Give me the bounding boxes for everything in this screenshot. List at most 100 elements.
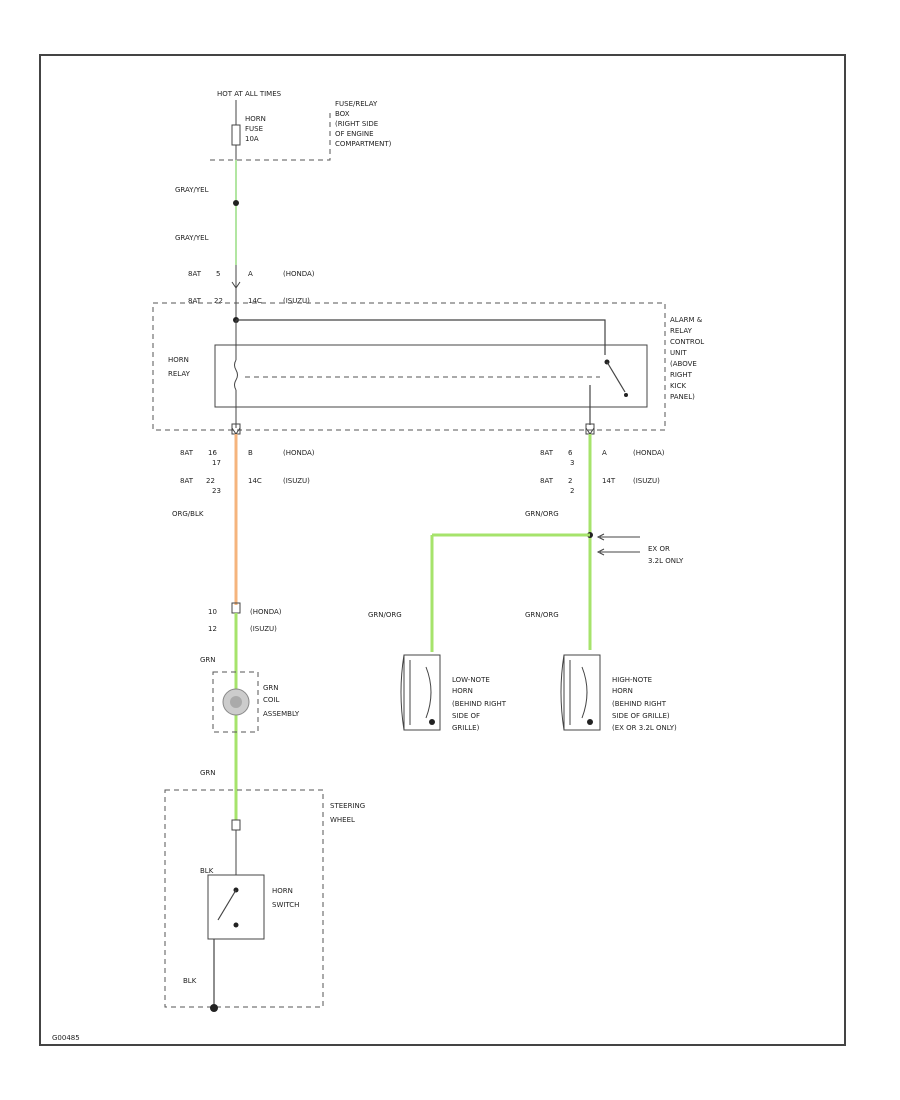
conn-left-1-c: B	[248, 449, 253, 457]
low-horn-body	[403, 654, 441, 731]
conn-top-2-c: 14C	[248, 297, 262, 305]
conn-top-1-d: (HONDA)	[283, 270, 315, 278]
conn-right-2-a: 8AT	[540, 477, 554, 485]
high-horn-diaphragm	[581, 666, 588, 719]
conn-top-1-a: 8AT	[188, 270, 202, 278]
conn-right-2-d: (ISUZU)	[633, 477, 660, 485]
wire-grn-org-low-label: GRN/ORG	[368, 611, 402, 619]
conn-left-2-c: 14C	[248, 477, 262, 485]
fuse-relay-box-outline	[210, 110, 331, 161]
cable-reel-label-3: ASSEMBLY	[263, 710, 300, 718]
alarm-relay-unit-label-1: ALARM &	[670, 316, 703, 324]
diagram-id: G00485	[52, 1034, 80, 1042]
high-horn-label-5: (EX OR 3.2L ONLY)	[612, 724, 677, 732]
conn-top-2-b: 22	[214, 297, 223, 305]
option-note-1: EX OR	[648, 545, 670, 553]
horn-fuse-label-3: 10A	[245, 135, 259, 143]
fuse-relay-box-label-3: (RIGHT SIDE	[335, 120, 378, 128]
conn-right-1-d: (HONDA)	[633, 449, 665, 457]
low-horn-label-2: HORN	[452, 687, 473, 695]
alarm-relay-unit-label-6: RIGHT	[670, 371, 693, 379]
cable-reel-center	[230, 696, 242, 708]
conn-left-1-b: 16	[208, 449, 217, 457]
conn-top-1-b: 5	[216, 270, 220, 278]
conn-mid-2-a: 12	[208, 625, 217, 633]
horn-relay-label-1: HORN	[168, 356, 189, 364]
option-arrowhead-2	[596, 548, 605, 556]
wire-grn-org-right-label: GRN/ORG	[525, 510, 559, 518]
connector-switch-body	[231, 819, 241, 831]
option-arrowhead-1	[596, 533, 605, 541]
conn-left-2-d: (ISUZU)	[283, 477, 310, 485]
connector-top-symbol	[231, 281, 241, 289]
connector-left-symbol	[231, 427, 241, 435]
conn-left-1-d: (HONDA)	[283, 449, 315, 457]
high-horn-body	[563, 654, 601, 731]
low-horn-bell	[400, 654, 405, 731]
fuse-relay-box-label-5: COMPARTMENT)	[335, 140, 392, 148]
conn-top-2-d: (ISUZU)	[283, 297, 310, 305]
low-horn-label-4: SIDE OF	[452, 712, 480, 720]
wire-grn-2-label: GRN	[200, 769, 216, 777]
alarm-relay-unit-label-2: RELAY	[670, 327, 693, 335]
high-note-horn	[560, 654, 601, 731]
horn-relay-box	[214, 344, 648, 408]
low-horn-diaphragm	[425, 666, 432, 719]
horn-switch-contact-bottom	[233, 922, 239, 928]
wire-grn-org-high-label: GRN/ORG	[525, 611, 559, 619]
steering-wheel-label-2: WHEEL	[330, 816, 355, 824]
conn-right-2-c: 14T	[602, 477, 616, 485]
relay-coil-wave	[234, 359, 238, 391]
steering-wheel-label-1: STEERING	[330, 802, 365, 810]
low-horn-ground	[429, 719, 435, 725]
connector-right-symbol	[585, 427, 595, 435]
ground-point	[210, 1004, 218, 1012]
hot-at-all-times-label: HOT AT ALL TIMES	[217, 90, 282, 98]
conn-left-1-a: 8AT	[180, 449, 194, 457]
low-horn-label-3: (BEHIND RIGHT	[452, 700, 507, 708]
high-horn-label-1: HIGH-NOTE	[612, 676, 652, 684]
conn-right-1-b: 6	[568, 449, 573, 457]
fuse-relay-box-label-1: FUSE/RELAY	[335, 100, 378, 108]
high-horn-ground	[587, 719, 593, 725]
cable-reel-label-1: GRN	[263, 684, 279, 692]
wire-blk-1-label: BLK	[200, 867, 214, 875]
high-horn-label-4: SIDE OF GRILLE)	[612, 712, 670, 720]
horn-fuse-symbol	[231, 124, 241, 146]
wire-blk-2-label: BLK	[183, 977, 197, 985]
conn-right-sub-1: 3	[570, 459, 574, 467]
horn-fuse-label-1: HORN	[245, 115, 266, 123]
conn-right-1-c: A	[602, 449, 607, 457]
conn-right-sub-2: 2	[570, 487, 574, 495]
diagram-frame	[39, 54, 846, 1046]
fuse-relay-box-label-4: OF ENGINE	[335, 130, 374, 138]
conn-mid-2-b: (ISUZU)	[250, 625, 277, 633]
wire-org-blk-label: ORG/BLK	[172, 510, 204, 518]
low-note-horn	[400, 654, 441, 731]
wire-gray-yel-label-2: GRAY/YEL	[175, 234, 209, 242]
conn-left-2-b: 22	[206, 477, 215, 485]
alarm-relay-unit-label-5: (ABOVE	[670, 360, 697, 368]
conn-top-1-c: A	[248, 270, 253, 278]
alarm-relay-unit-label-4: UNIT	[670, 349, 687, 357]
horn-switch-label-2: SWITCH	[272, 901, 299, 909]
relay-contact-bottom	[624, 393, 628, 397]
conn-right-1-a: 8AT	[540, 449, 554, 457]
conn-mid-1-b: (HONDA)	[250, 608, 282, 616]
wire-gray-yel-label-1: GRAY/YEL	[175, 186, 209, 194]
conn-top-2-a: 8AT	[188, 297, 202, 305]
low-horn-label-1: LOW-NOTE	[452, 676, 490, 684]
relay-contact-arm	[606, 361, 626, 393]
fuse-relay-box-label-2: BOX	[335, 110, 350, 118]
option-note-2: 3.2L ONLY	[648, 557, 684, 565]
splice-point-top	[233, 200, 239, 206]
conn-left-sub-1: 17	[212, 459, 221, 467]
alarm-relay-unit-label-7: KICK	[670, 382, 687, 390]
conn-left-2-a: 8AT	[180, 477, 194, 485]
wire-grn-1-label: GRN	[200, 656, 216, 664]
horn-switch-label-1: HORN	[272, 887, 293, 895]
horn-switch-box	[207, 874, 265, 940]
horn-fuse-label-2: FUSE	[245, 125, 263, 133]
cable-reel-label-2: COIL	[263, 696, 279, 704]
